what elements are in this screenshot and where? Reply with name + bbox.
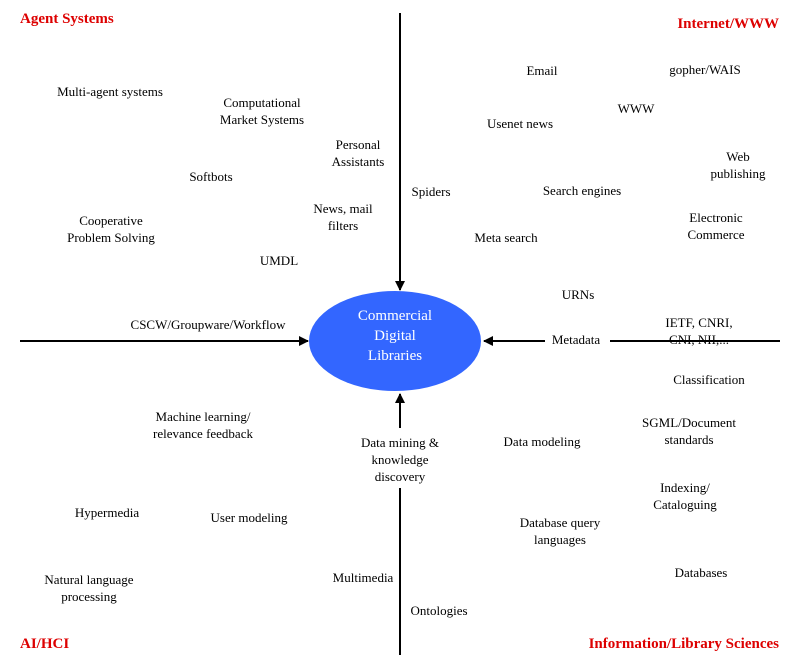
center-label: Commercial Digital Libraries	[357, 308, 433, 364]
label-natural-language: Natural language processing	[44, 572, 134, 604]
label-machine-learning: Machine learning/ relevance feedback	[153, 409, 253, 441]
label-data-modeling: Data modeling	[503, 434, 581, 449]
quadrant-title-internet-www: Internet/WWW	[677, 16, 779, 32]
label-databases: Databases	[674, 565, 728, 580]
center-ellipse	[309, 291, 481, 391]
label-news-mail-filters: News, mail filters	[313, 201, 373, 233]
label-ontologies: Ontologies	[410, 603, 468, 618]
label-user-modeling: User modeling	[210, 510, 288, 525]
label-softbots: Softbots	[189, 169, 233, 184]
label-usenet-news: Usenet news	[486, 116, 554, 131]
label-computational-market-systems: Computational Market Systems	[219, 95, 305, 127]
label-web-publishing: Web publishing	[710, 149, 766, 181]
label-cscw: CSCW/Groupware/Workflow	[130, 317, 286, 332]
label-www: WWW	[617, 101, 655, 116]
label-ietf: IETF, CNRI, CNI, NII,...	[665, 315, 733, 347]
label-hypermedia: Hypermedia	[74, 505, 140, 520]
label-meta-search: Meta search	[474, 230, 538, 245]
label-metadata: Metadata	[551, 332, 601, 347]
label-gopher-wais: gopher/WAIS	[669, 62, 741, 77]
label-classification: Classification	[673, 372, 745, 387]
label-database-query: Database query languages	[519, 515, 601, 547]
label-personal-assistants: Personal Assistants	[331, 137, 385, 169]
label-search-engines: Search engines	[542, 183, 622, 198]
label-spiders: Spiders	[411, 184, 451, 199]
label-urns: URNs	[561, 287, 595, 302]
label-umdl: UMDL	[259, 253, 299, 268]
label-multimedia: Multimedia	[332, 570, 394, 585]
label-data-mining: Data mining & knowledge discovery	[359, 434, 441, 485]
label-electronic-commerce: Electronic Commerce	[687, 210, 745, 242]
label-email: Email	[526, 63, 558, 78]
label-indexing: Indexing/ Cataloguing	[653, 480, 717, 512]
label-multi-agent-systems: Multi-agent systems	[57, 84, 163, 99]
quadrant-title-information-library-sciences: Information/Library Sciences	[588, 636, 779, 652]
label-cooperative-problem-solving: Cooperative Problem Solving	[67, 213, 155, 245]
label-sgml: SGML/Document standards	[642, 415, 736, 447]
quadrant-title-ai-hci: AI/HCI	[20, 636, 70, 652]
quadrant-title-agent-systems: Agent Systems	[20, 11, 114, 27]
